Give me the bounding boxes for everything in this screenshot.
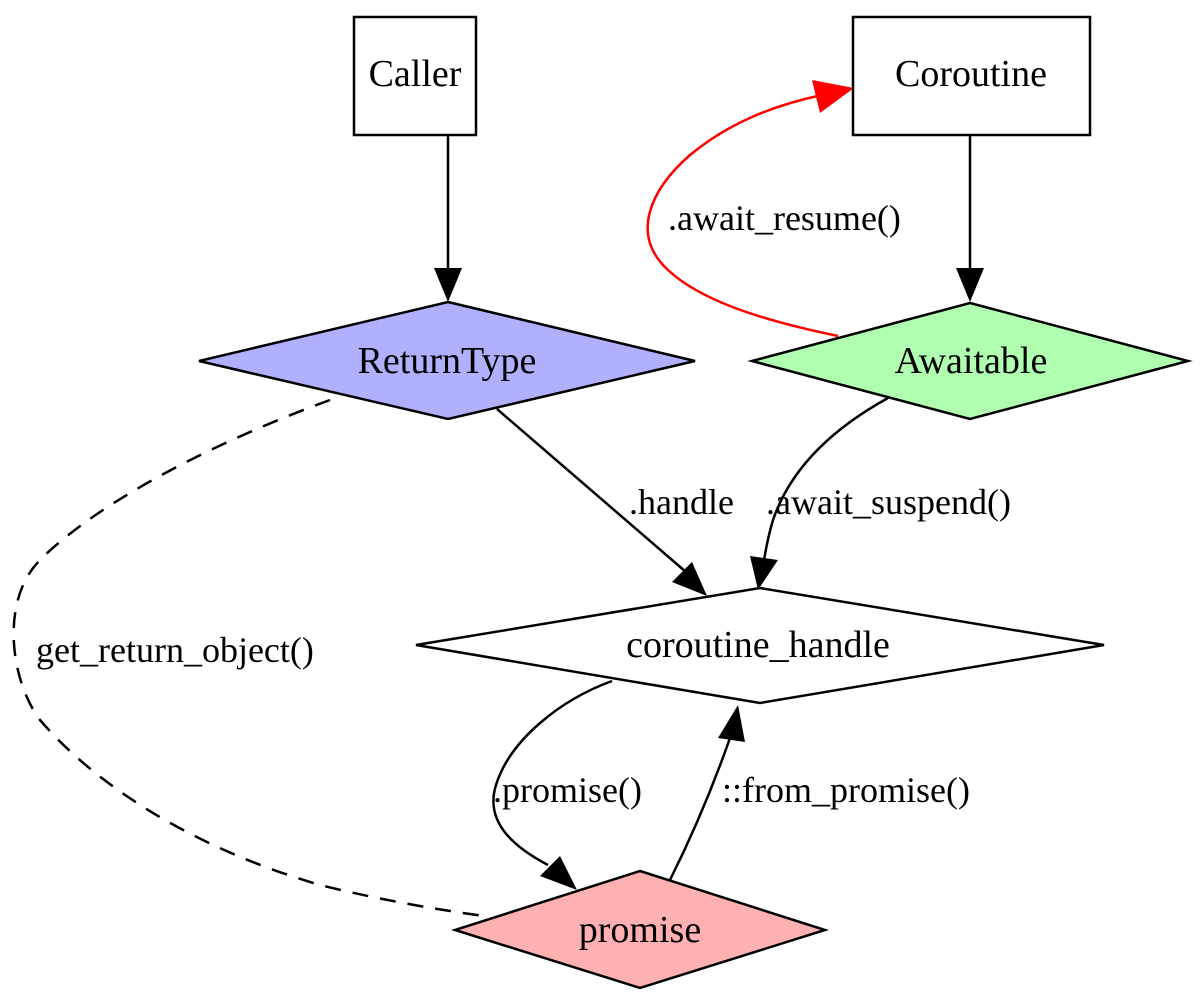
edge-coroutine-to-awaitable <box>956 136 984 302</box>
node-returntype-label: ReturnType <box>358 340 537 382</box>
node-returntype[interactable]: ReturnType <box>198 300 696 421</box>
edge-returntype-to-promise <box>12 398 485 918</box>
edge-label-promise: .promise() <box>493 770 642 810</box>
edge-promise-to-handle <box>668 705 745 881</box>
arrowhead-icon <box>672 562 707 596</box>
edge-returntype-to-handle <box>496 408 707 596</box>
node-caller[interactable]: Caller <box>352 15 478 137</box>
node-awaitable[interactable]: Awaitable <box>747 301 1193 421</box>
edge-caller-to-returntype <box>434 136 462 302</box>
edge-awaitable-to-handle <box>750 396 889 590</box>
edge-label-from-promise: ::from_promise() <box>722 770 970 810</box>
edge-label-get-return-object: get_return_object() <box>36 630 314 670</box>
arrowhead-icon <box>540 856 577 890</box>
edge-handle-to-promise <box>492 679 613 890</box>
arrowhead-icon <box>434 268 462 302</box>
edge-label-await-suspend: .await_suspend() <box>766 482 1011 522</box>
arrowhead-icon <box>718 705 745 742</box>
arrowhead-icon <box>812 80 854 113</box>
node-promise-label: promise <box>579 909 701 951</box>
edge-label-await-resume: .await_resume() <box>668 198 901 238</box>
node-promise[interactable]: promise <box>450 869 830 990</box>
node-coroutine[interactable]: Coroutine <box>851 15 1092 137</box>
node-caller-label: Caller <box>369 53 462 95</box>
arrowhead-icon <box>750 556 778 590</box>
edge-label-handle: .handle <box>629 482 734 522</box>
edge-awaitable-to-coroutine <box>646 80 854 338</box>
node-coroutine-handle[interactable]: coroutine_handle <box>415 586 1105 705</box>
arrowhead-icon <box>956 268 984 302</box>
node-awaitable-label: Awaitable <box>895 340 1048 382</box>
node-coroutine-handle-label: coroutine_handle <box>626 624 890 666</box>
node-coroutine-label: Coroutine <box>895 53 1047 95</box>
